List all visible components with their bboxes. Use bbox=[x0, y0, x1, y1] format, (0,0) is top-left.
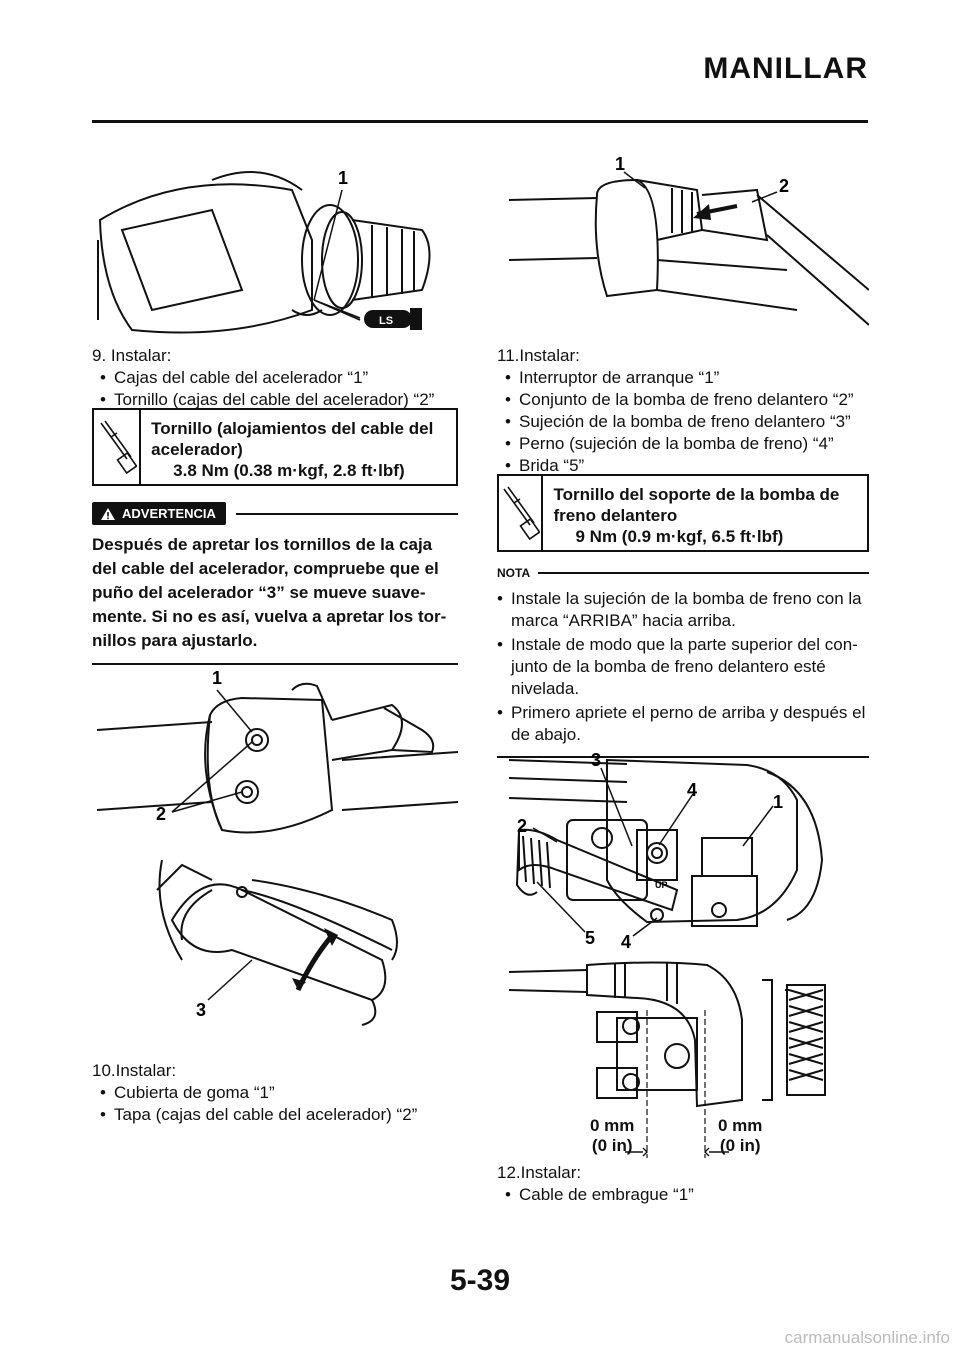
callout-5: 5 bbox=[585, 928, 595, 948]
torque-value: 3.8 Nm (0.38 m·kgf, 2.8 ft·lbf) bbox=[173, 461, 405, 480]
callout-1: 1 bbox=[615, 154, 625, 174]
dimension-right: 0 mm (0 in) bbox=[718, 1116, 762, 1156]
dimension-left-in: (0 in) bbox=[591, 1136, 633, 1155]
callout-2: 2 bbox=[779, 176, 789, 196]
warning-block: ADVERTENCIA Después de apretar los torni… bbox=[92, 502, 458, 665]
figure-throttle-housing: 1 LS bbox=[97, 168, 431, 334]
list-item: Cajas del cable del acelerador “1” bbox=[100, 367, 458, 389]
warning-badge-label: ADVERTENCIA bbox=[122, 506, 216, 521]
header-rule bbox=[92, 120, 868, 123]
callout-1: 1 bbox=[773, 792, 783, 812]
step-12: 12.Instalar: Cable de embrague “1” bbox=[497, 1162, 869, 1206]
list-item: Brida “5” bbox=[505, 455, 869, 477]
list-item: Interruptor de arranque “1” bbox=[505, 367, 869, 389]
warning-icon bbox=[101, 507, 115, 520]
step-11-title: 11.Instalar: bbox=[497, 346, 580, 365]
torque-label: Tornillo del soporte de la bomba de fren… bbox=[553, 485, 840, 525]
ls-label: LS bbox=[379, 315, 393, 327]
page-title: MANILLAR bbox=[703, 52, 868, 85]
locking-agent-icon: LS bbox=[364, 308, 422, 330]
step-11: 11.Instalar: Interruptor de arranque “1”… bbox=[497, 345, 869, 477]
step-10-title: 10.Instalar: bbox=[92, 1061, 177, 1080]
dimension-left-mm: 0 mm bbox=[590, 1116, 635, 1135]
callout-3: 3 bbox=[591, 750, 601, 770]
step-9: 9. Instalar: Cajas del cable del acelera… bbox=[92, 345, 458, 411]
divider bbox=[92, 663, 458, 665]
list-item: Cubierta de goma “1” bbox=[100, 1082, 458, 1104]
step-12-title: 12.Instalar: bbox=[497, 1163, 582, 1182]
torque-spec-box: Tornillo (alojamientos del cable del ace… bbox=[92, 408, 458, 486]
torque-wrench-icon bbox=[499, 476, 544, 550]
list-item: Instale de modo que la parte superior de… bbox=[497, 634, 869, 700]
step-10: 10.Instalar: Cubierta de goma “1” Tapa (… bbox=[92, 1060, 458, 1126]
figure-brake-master-cylinder: UP 3 4 1 2 5 4 bbox=[508, 750, 826, 1158]
dimension-left: 0 mm (0 in) bbox=[590, 1116, 634, 1156]
note-block: NOTA Instale la sujeción de la bomba de … bbox=[497, 566, 869, 758]
warning-badge: ADVERTENCIA bbox=[92, 502, 226, 525]
callout-2: 2 bbox=[517, 816, 527, 836]
torque-label: Tornillo (alojamientos del cable del ace… bbox=[151, 419, 434, 459]
page-number: 5-39 bbox=[449, 1264, 511, 1297]
callout-3: 3 bbox=[196, 1000, 206, 1020]
up-mark: UP bbox=[655, 880, 668, 890]
torque-wrench-icon bbox=[94, 410, 142, 484]
dimension-right-in: (0 in) bbox=[719, 1136, 761, 1155]
callout-2: 2 bbox=[156, 804, 166, 824]
list-item: Perno (sujeción de la bomba de freno) “4… bbox=[505, 433, 869, 455]
note-heading: NOTA bbox=[497, 566, 531, 580]
callout-4: 4 bbox=[621, 932, 631, 952]
list-item: Tornillo (cajas del cable del acelerador… bbox=[100, 389, 458, 411]
list-item: Primero apriete el perno de arriba y des… bbox=[497, 702, 869, 746]
list-item: Tapa (cajas del cable del acelerador) “2… bbox=[100, 1104, 458, 1126]
divider bbox=[497, 756, 869, 758]
callout-4: 4 bbox=[687, 780, 697, 800]
step-9-title: 9. Instalar: bbox=[92, 346, 172, 365]
list-item: Sujeción de la bomba de freno delantero … bbox=[505, 411, 869, 433]
dimension-right-mm: 0 mm bbox=[718, 1116, 763, 1135]
callout-1: 1 bbox=[212, 668, 222, 688]
watermark: carmanualsonline.info bbox=[784, 1328, 950, 1347]
list-item: Cable de embrague “1” bbox=[505, 1184, 869, 1206]
torque-value: 9 Nm (0.9 m·kgf, 6.5 ft·lbf) bbox=[575, 527, 784, 546]
figure-starter-switch: 1 2 bbox=[508, 154, 869, 326]
torque-spec-box: Tornillo del soporte de la bomba de fren… bbox=[497, 474, 869, 552]
list-item: Instale la sujeción de la bomba de freno… bbox=[497, 588, 869, 632]
warning-text: Después de apretar los tornillos de la c… bbox=[92, 535, 447, 650]
list-item: Conjunto de la bomba de freno delantero … bbox=[505, 389, 869, 411]
callout-1: 1 bbox=[338, 168, 348, 188]
figure-throttle-grip: 1 2 3 bbox=[96, 668, 458, 1026]
